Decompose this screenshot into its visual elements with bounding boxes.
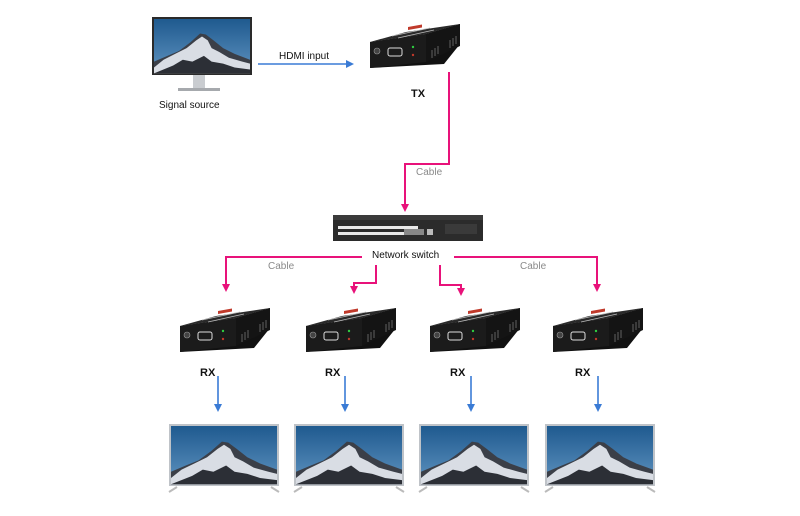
left-cable-label: Cable [268,261,295,272]
tv-display-1 [169,424,279,492]
switch-to-rx2-cable [350,265,377,294]
switch-to-rx3-cable [439,265,465,296]
tv-display-4 [545,424,655,492]
signal-source-monitor [152,17,252,91]
rx-device-2 [305,307,397,353]
rx3-label: RX [450,367,466,379]
rx-device-4 [552,307,644,353]
rx-device-3 [429,307,521,353]
rx4-label: RX [575,367,591,379]
switch-to-rx1-cable [222,256,362,292]
network-switch-label: Network switch [372,250,440,261]
right-cable-label: Cable [520,261,547,272]
switch-to-rx4-cable [454,256,601,292]
tv-display-3 [419,424,529,492]
network-switch [333,215,483,241]
tv-display-2 [294,424,404,492]
rx1-label: RX [200,367,216,379]
tx-device [369,23,461,69]
signal-source-label: Signal source [159,100,220,111]
tx-cable-label: Cable [416,167,443,178]
tx-label: TX [411,88,426,100]
hdmi-input-label: HDMI input [279,51,330,62]
tx-to-switch-cable [401,72,450,212]
rx-device-1 [179,307,271,353]
rx2-label: RX [325,367,341,379]
